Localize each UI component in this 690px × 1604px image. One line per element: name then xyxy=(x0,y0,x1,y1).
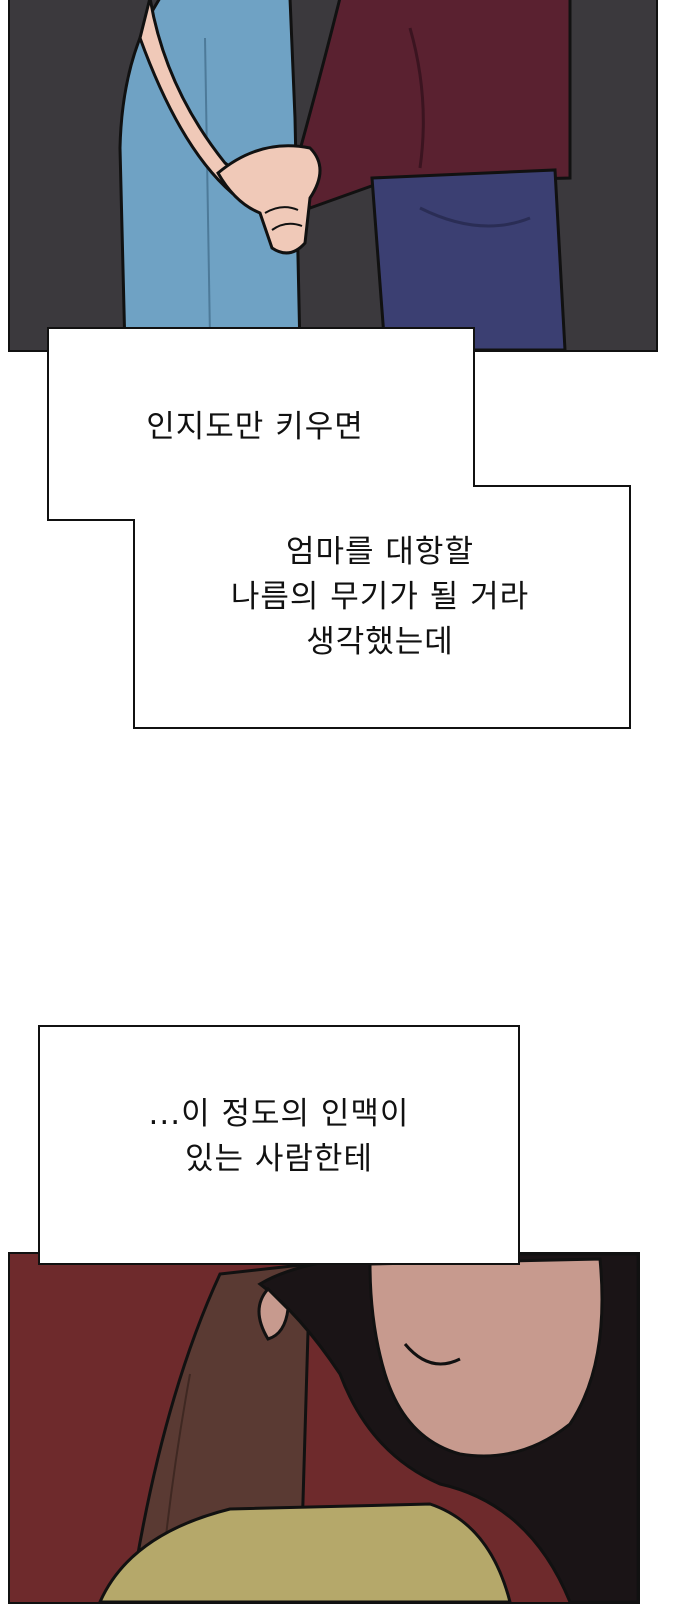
smiling-face xyxy=(368,1257,604,1458)
panel-top-illustration xyxy=(10,0,656,350)
caption-third-line-2: 있는 사람한테 xyxy=(185,1141,373,1177)
caption-second: 엄마를 대항할 나름의 무기가 될 거라 생각했는데 xyxy=(150,530,610,665)
caption-first: 인지도만 키우면 xyxy=(90,405,420,450)
maroon-sweater xyxy=(293,0,572,210)
caption-second-line-2: 나름의 무기가 될 거라 xyxy=(230,579,530,615)
clasped-hands xyxy=(216,144,322,255)
caption-first-line-1: 인지도만 키우면 xyxy=(146,409,364,445)
panel-bottom-illustration xyxy=(10,1254,638,1602)
caption-third-line-1: ...이 정도의 인맥이 xyxy=(148,1096,410,1132)
smile-line xyxy=(403,1343,461,1366)
caption-third: ...이 정도의 인맥이 있는 사람한테 xyxy=(38,1025,520,1265)
caption-second-line-3: 생각했는데 xyxy=(306,624,454,660)
caption-second-line-1: 엄마를 대항할 xyxy=(286,534,474,570)
ear xyxy=(257,1286,290,1341)
comic-panel-top xyxy=(8,0,658,352)
yellow-top xyxy=(98,1502,512,1602)
navy-trousers xyxy=(370,168,567,350)
comic-panel-bottom xyxy=(8,1252,640,1604)
